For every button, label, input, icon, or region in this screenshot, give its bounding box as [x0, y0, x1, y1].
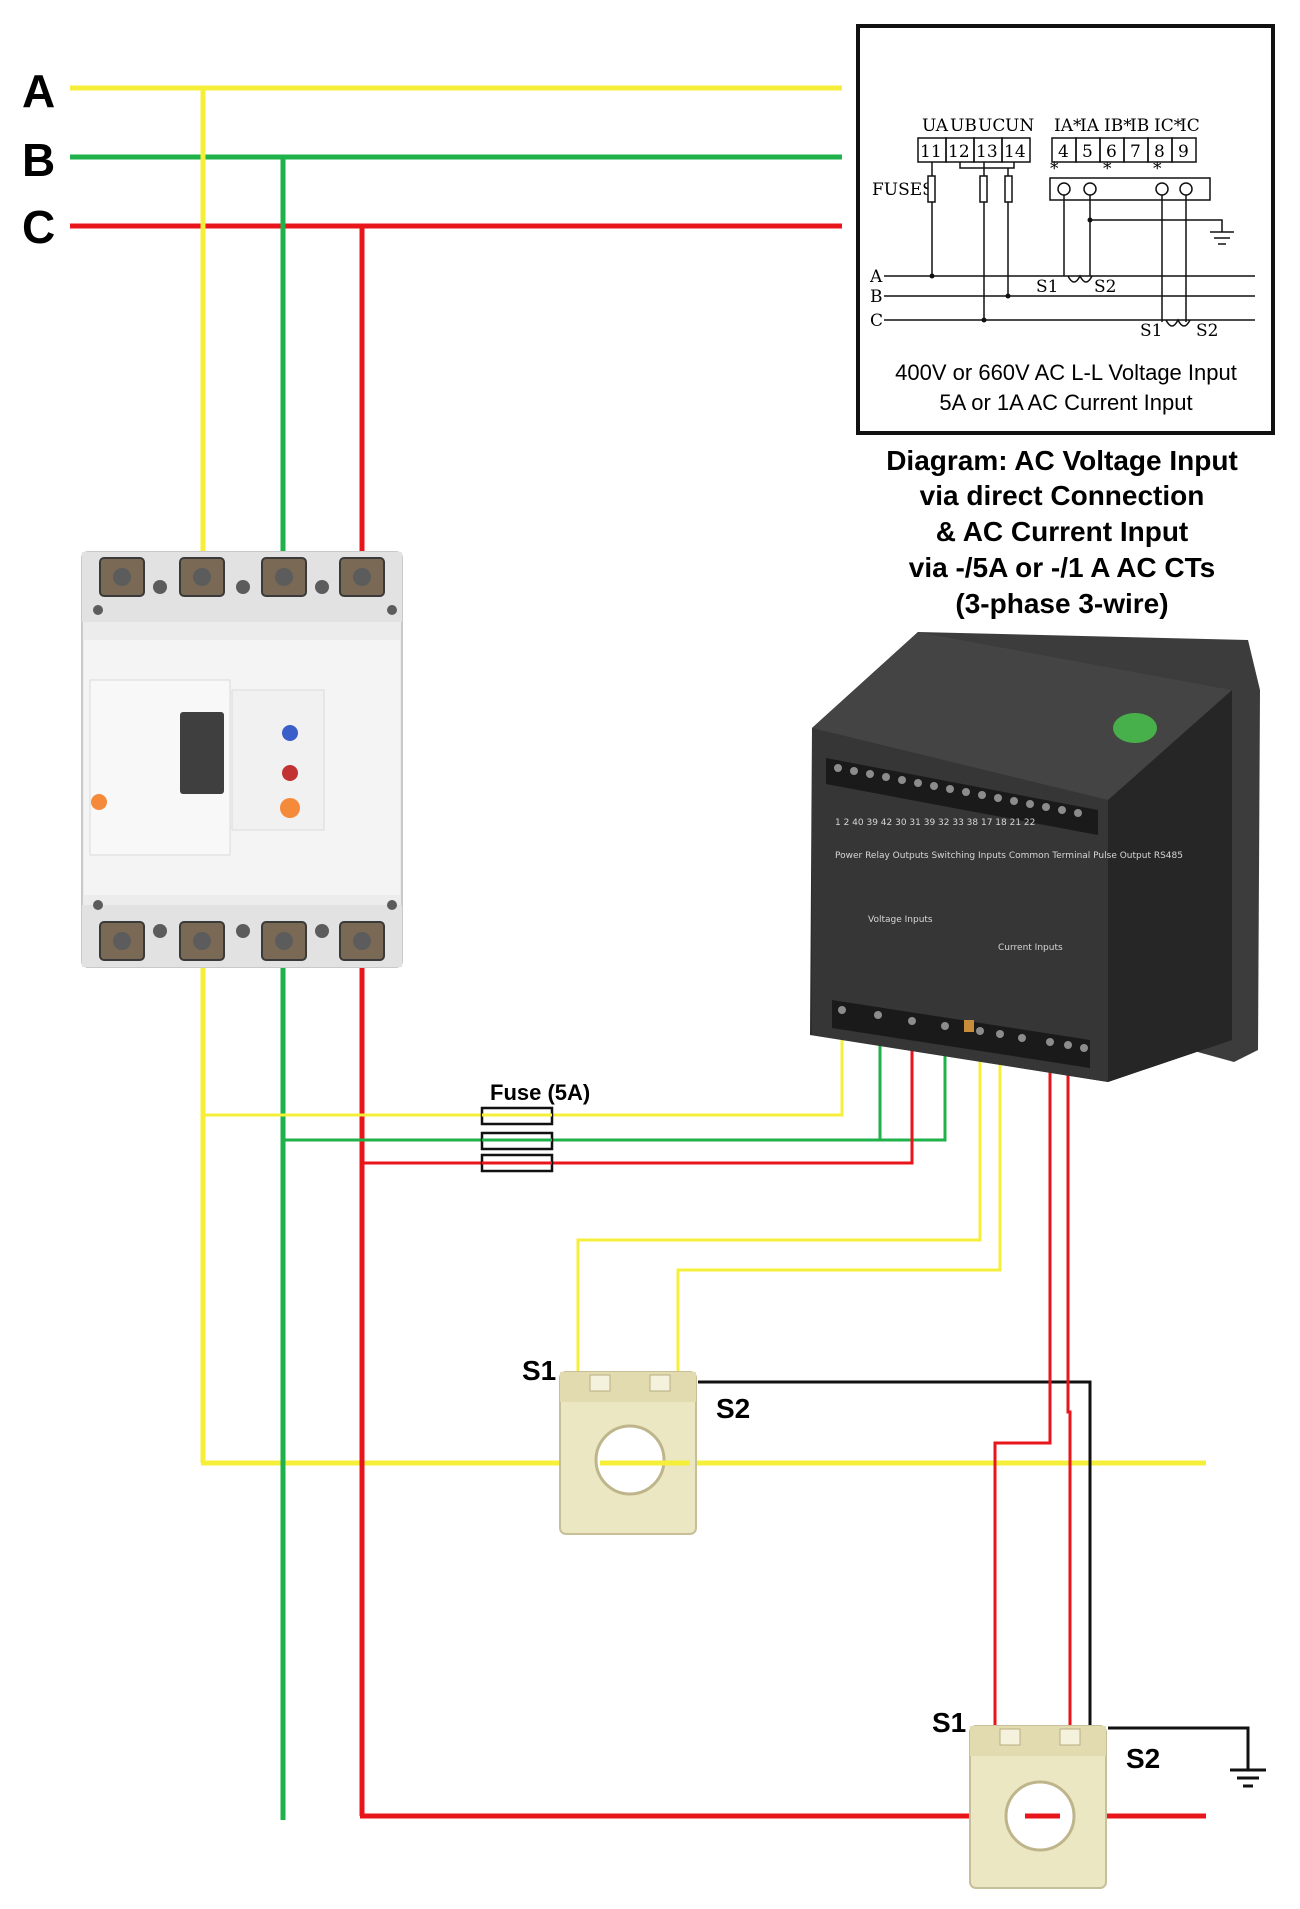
current-heads: IA* IA IB* IB IC* IC	[1054, 116, 1200, 136]
head-un: UN	[1005, 116, 1034, 136]
head-ia-star: IA*	[1054, 116, 1082, 136]
inset-ct2-s2: S2	[1196, 321, 1218, 341]
inset-schematic: UA UB UC UN 11 12 13 14 IA* IA IB* IB IC…	[856, 24, 1275, 435]
voltage-terms: 11 12 13 14	[920, 142, 1026, 162]
inset-ct1-s1: S1	[1036, 277, 1058, 297]
phase-label-c: C	[22, 201, 55, 253]
inset-fuses-label: FUSES	[872, 180, 934, 200]
title-line-4: via -/5A or -/1 A AC CTs	[909, 552, 1216, 583]
meter-row3: Power Relay Outputs Switching Inputs Com…	[835, 851, 1183, 861]
vterm-14: 14	[1004, 142, 1026, 162]
inset-line-b: B	[870, 287, 883, 307]
power-meter: 1 2 40 39 42 30 31 39 32 33 38 17 18 21 …	[810, 632, 1260, 1082]
cterm-4: 4	[1058, 142, 1069, 162]
meter-current-inputs: Current Inputs	[998, 943, 1063, 953]
ct-upper-s1: S1	[522, 1355, 556, 1386]
head-ua: UA	[922, 116, 949, 136]
ct2-s2-wire	[1066, 1010, 1072, 1725]
cterm-9: 9	[1178, 142, 1189, 162]
ct1-return-wire	[698, 1380, 1092, 1725]
meter-green-label	[1113, 713, 1157, 743]
meter-row1: 1 2 40 39 42 30 31 39 32 33 38 17 18 21 …	[835, 818, 1035, 828]
head-ia: IA	[1080, 116, 1100, 136]
ct-upper	[559, 1371, 697, 1535]
ct-lower	[969, 1725, 1107, 1889]
ct2-s1-wire	[993, 1010, 1052, 1725]
vterm-11: 11	[920, 142, 942, 162]
head-ic: IC	[1180, 116, 1200, 136]
svg-text:*: *	[1103, 159, 1112, 179]
title-line-1: Diagram: AC Voltage Input	[886, 445, 1238, 476]
bus-lines	[70, 85, 1206, 1820]
meter-rear-text: 1 2 40 39 42 30 31 39 32 33 38 17 18 21 …	[835, 818, 1183, 953]
inset-ct2-s1: S1	[1140, 321, 1162, 341]
inset-caption-line1: 400V or 660V AC L-L Voltage Input	[895, 360, 1237, 385]
head-ub: UB	[950, 116, 977, 136]
circuit-breaker	[81, 551, 403, 968]
head-ib-star: IB*	[1104, 116, 1132, 136]
ct2-ground-wire	[1108, 1726, 1250, 1770]
tap-wire-a	[203, 1010, 844, 1117]
title-line-5: (3-phase 3-wire)	[955, 588, 1168, 619]
title-line-3: & AC Current Input	[936, 516, 1189, 547]
ct1-s1-wire	[576, 1010, 982, 1380]
fuse-label: Fuse (5A)	[490, 1080, 590, 1105]
head-ib: IB	[1130, 116, 1149, 136]
breaker-handle	[180, 712, 224, 794]
svg-text:*: *	[1153, 159, 1162, 179]
inset-line-c: C	[870, 311, 883, 331]
cterm-6: 6	[1106, 142, 1117, 162]
title-line-2: via direct Connection	[920, 480, 1205, 511]
ground-icon	[1230, 1768, 1266, 1788]
ct-wires	[576, 1010, 1250, 1770]
phase-label-a: A	[22, 65, 55, 117]
ct1-s2-wire	[676, 1010, 1002, 1380]
vterm-12: 12	[948, 142, 970, 162]
current-terms: 4 5 6 7 8 9	[1058, 142, 1189, 162]
ct-upper-s2: S2	[716, 1393, 750, 1424]
vterm-13: 13	[976, 142, 998, 162]
meter-voltage-inputs: Voltage Inputs	[868, 915, 933, 925]
fuses	[480, 1106, 554, 1173]
inset-caption-line2: 5A or 1A AC Current Input	[939, 390, 1192, 415]
ct-lower-s1: S1	[932, 1707, 966, 1738]
head-ic-star: IC*	[1154, 116, 1183, 136]
voltage-heads: UA UB UC UN	[922, 116, 1034, 136]
inset-ct1-s2: S2	[1094, 277, 1116, 297]
svg-text:*: *	[1050, 159, 1059, 179]
diagram-title: Diagram: AC Voltage Input via direct Con…	[886, 445, 1238, 619]
inset-line-a: A	[869, 267, 883, 287]
cterm-8: 8	[1154, 142, 1165, 162]
phase-label-b: B	[22, 134, 55, 186]
head-uc: UC	[978, 116, 1005, 136]
cterm-5: 5	[1082, 142, 1093, 162]
ct-lower-s2: S2	[1126, 1743, 1160, 1774]
cterm-7: 7	[1130, 142, 1141, 162]
